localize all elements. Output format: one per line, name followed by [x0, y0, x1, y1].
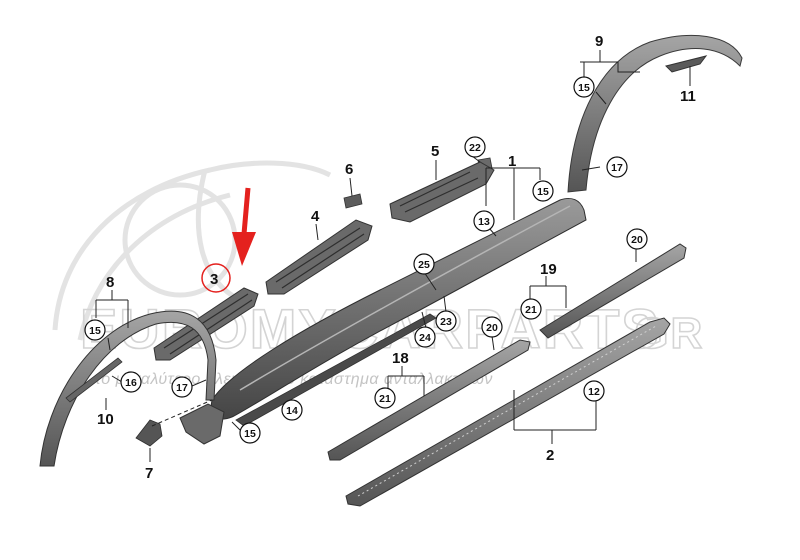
part-4-bracket	[265, 219, 373, 295]
callout-14: 14	[286, 405, 298, 417]
label-part-4: 4	[311, 208, 320, 225]
alignment-dash	[151, 399, 213, 427]
callout-20-mid: 20	[486, 322, 498, 334]
callout-21-right: 21	[525, 304, 537, 316]
part-2-lower-trim	[345, 317, 671, 507]
callout-25: 25	[418, 259, 430, 271]
callout-21-left: 21	[379, 393, 391, 405]
callout-17-left: 17	[176, 382, 188, 394]
label-part-1: 1	[508, 153, 516, 170]
car-outline-watermark	[52, 160, 332, 341]
part-number-labels: 9 11 1 5 6 4 3 8 19 18 10 2 7	[97, 33, 696, 482]
callout-15-left: 15	[89, 325, 101, 337]
callout-13: 13	[478, 216, 490, 228]
callout-15-mid: 15	[537, 186, 549, 198]
part-6-block	[343, 193, 363, 209]
callout-15-top: 15	[578, 82, 590, 94]
label-part-9: 9	[595, 33, 603, 50]
red-highlight-arrow	[232, 187, 256, 266]
callout-12: 12	[588, 386, 600, 398]
part-9-wheel-arch-trim	[567, 34, 743, 193]
label-part-8: 8	[106, 274, 114, 291]
part-11-arch-extension	[665, 55, 708, 73]
callout-23: 23	[440, 316, 452, 328]
callout-24: 24	[419, 332, 431, 344]
label-part-2: 2	[546, 447, 554, 464]
label-part-10: 10	[97, 411, 114, 428]
label-part-5: 5	[431, 143, 439, 160]
callout-17-right: 17	[611, 162, 623, 174]
leader-lines	[95, 50, 691, 462]
part-18-trim-strip	[327, 339, 531, 461]
label-part-19: 19	[540, 261, 557, 278]
label-part-6: 6	[345, 161, 353, 178]
label-part-18: 18	[392, 350, 409, 367]
circled-callouts	[84, 76, 648, 444]
part-front-end-cap	[179, 403, 225, 445]
part-10-trim-strip	[65, 357, 123, 403]
part-19-trim-strip	[539, 243, 687, 339]
part-7-clip	[135, 419, 163, 447]
label-part-7: 7	[145, 465, 153, 482]
callout-20-right: 20	[631, 234, 643, 246]
circled-callout-text: 15 17 22 15 13 20 25 21 23 24 20 21 12 1…	[89, 82, 643, 440]
part-3-red-ring	[201, 263, 231, 293]
part-8-front-wheel-arch	[39, 310, 217, 467]
label-part-11: 11	[680, 88, 696, 105]
part-3-bracket	[153, 287, 259, 361]
callout-16: 16	[125, 377, 137, 389]
label-part-3: 3	[210, 271, 218, 288]
part-1-side-sill	[210, 197, 587, 420]
callout-22: 22	[469, 142, 481, 154]
callout-15-bottom: 15	[244, 428, 256, 440]
